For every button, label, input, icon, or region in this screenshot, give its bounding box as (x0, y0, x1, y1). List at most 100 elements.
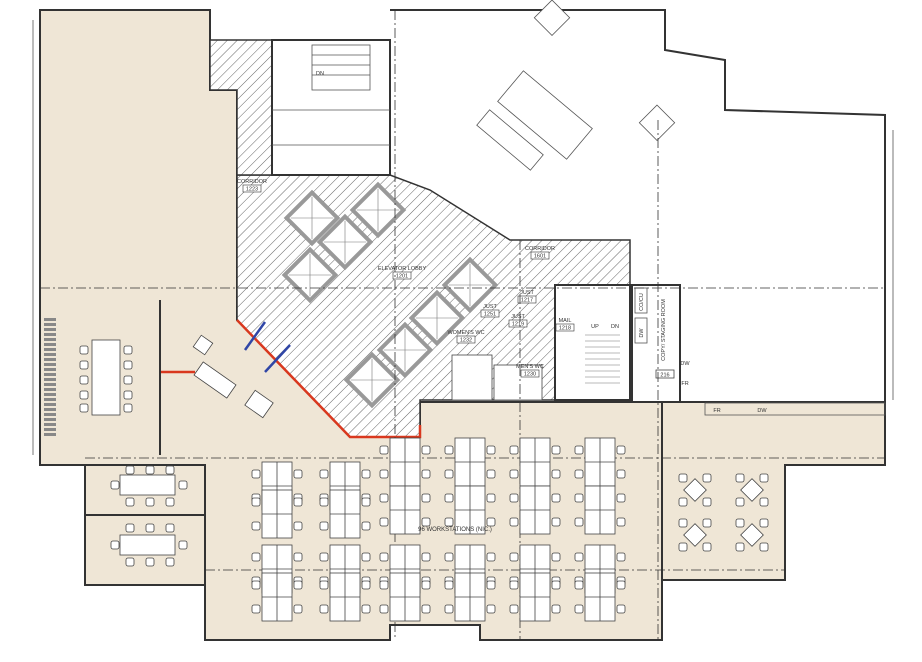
radiator (44, 338, 56, 341)
chair (79, 360, 89, 370)
chair (574, 517, 584, 527)
radiator (44, 413, 56, 416)
chair (551, 580, 561, 590)
chair (251, 604, 261, 614)
door-mark (243, 321, 267, 351)
workstation-cluster (584, 437, 616, 487)
chair (759, 542, 769, 552)
building-shell (390, 9, 886, 402)
chair (509, 604, 519, 614)
chair (421, 493, 431, 503)
chair (178, 540, 188, 550)
chair (145, 465, 155, 475)
radiator (44, 318, 56, 321)
chair (110, 540, 120, 550)
svg-text:1201: 1201 (396, 274, 408, 280)
chair (702, 542, 712, 552)
chair (319, 580, 329, 590)
workstation-cluster (519, 437, 551, 487)
radiator (44, 383, 56, 386)
svg-text:CORRIDOR: CORRIDOR (237, 179, 267, 185)
chair (486, 580, 496, 590)
chair (444, 580, 454, 590)
chair (421, 604, 431, 614)
chair (165, 557, 175, 567)
workstation-cluster (389, 572, 421, 622)
partition (40, 464, 206, 640)
chair (574, 580, 584, 590)
lounge-furniture (476, 0, 676, 171)
chair (125, 497, 135, 507)
chair (145, 523, 155, 533)
svg-text:1218: 1218 (559, 326, 571, 332)
appliance-dw-copy: DW (680, 361, 690, 367)
chair (251, 521, 261, 531)
conference-table (91, 339, 121, 416)
svg-text:1217: 1217 (521, 298, 533, 304)
radiator (44, 373, 56, 376)
chair (616, 469, 626, 479)
chair (486, 517, 496, 527)
workstation-cluster (261, 489, 293, 539)
chair (486, 604, 496, 614)
chair (551, 604, 561, 614)
chair (678, 497, 688, 507)
chair (616, 493, 626, 503)
svg-text:WOMEN'S WC: WOMEN'S WC (447, 330, 484, 336)
chair (421, 517, 431, 527)
chair (509, 493, 519, 503)
elevator-car (316, 213, 374, 271)
chair (123, 360, 133, 370)
radiator (44, 323, 56, 326)
chair (319, 552, 329, 562)
chair (616, 604, 626, 614)
cafe-table (683, 523, 707, 547)
chair (361, 580, 371, 590)
chair (616, 445, 626, 455)
chair (251, 580, 261, 590)
chair (551, 552, 561, 562)
chair (735, 497, 745, 507)
stair-label-up: UP (591, 324, 599, 330)
womens-wc-fixtures (451, 354, 493, 401)
chair (165, 465, 175, 475)
chair (361, 604, 371, 614)
chair (509, 552, 519, 562)
svg-text:COPY/ STAGING ROOM: COPY/ STAGING ROOM (661, 299, 667, 361)
chair (379, 445, 389, 455)
svg-text:1232: 1232 (460, 338, 472, 344)
room-label-womens-wc: WOMEN'S WC 1232 (447, 330, 484, 344)
chair (509, 469, 519, 479)
radiator (44, 328, 56, 331)
chair (616, 552, 626, 562)
chair (702, 473, 712, 483)
chair (421, 552, 431, 562)
radiator (44, 393, 56, 396)
chair (702, 497, 712, 507)
workstation-cluster (584, 485, 616, 535)
chair (574, 469, 584, 479)
east-stair-treads (585, 334, 620, 384)
chair (486, 469, 496, 479)
radiator (44, 368, 56, 371)
chair (123, 345, 133, 355)
radiator (44, 423, 56, 426)
svg-text:1223: 1223 (246, 187, 258, 193)
chair (486, 445, 496, 455)
svg-text:JUST: JUST (511, 314, 525, 320)
chair (421, 580, 431, 590)
copy-staging-room (631, 284, 681, 403)
elevator-car (283, 189, 341, 247)
workstation-cluster (329, 572, 361, 622)
svg-text:1219: 1219 (512, 322, 524, 328)
room-label-corridor-west: CORRIDOR 1223 (237, 179, 267, 193)
chair (444, 445, 454, 455)
pantry-counter (704, 402, 886, 416)
chair (574, 493, 584, 503)
chair (178, 480, 188, 490)
chair (110, 480, 120, 490)
lounge-chair (192, 334, 214, 356)
